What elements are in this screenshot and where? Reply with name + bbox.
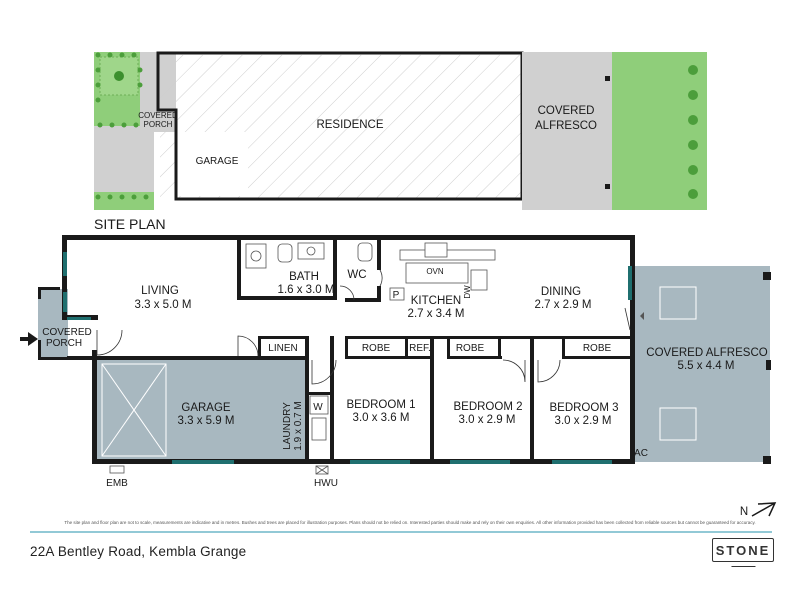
- garage-fill: [95, 360, 305, 462]
- site-garage-label: GARAGE: [196, 156, 239, 167]
- alfresco-fill: [634, 266, 770, 462]
- ref-label: REF.: [409, 343, 431, 354]
- ovn-label: OVN: [426, 267, 444, 276]
- front-lawn-lower: [94, 192, 154, 210]
- property-address: 22A Bentley Road, Kembla Grange: [30, 544, 247, 559]
- living-name: LIVING: [141, 285, 179, 297]
- door-swings: [96, 269, 631, 385]
- laundry-name: LAUNDRY: [282, 402, 293, 450]
- porch-name-1: COVERED: [42, 327, 91, 338]
- garage-name: GARAGE: [181, 402, 231, 414]
- residence-label: RESIDENCE: [316, 119, 383, 131]
- bedroom2-dims: 3.0 x 2.9 M: [459, 414, 516, 426]
- kitchen-fixtures: [109, 242, 496, 475]
- bedroom3-name: BEDROOM 3: [549, 402, 618, 414]
- site-alfresco-post-bottom: [605, 184, 610, 189]
- tree-icon: [114, 71, 124, 81]
- site-alfresco-label-2: ALFRESCO: [535, 120, 597, 132]
- site-porch-label-1: COVERED: [138, 111, 178, 120]
- site-alfresco-label-1: COVERED: [538, 105, 595, 117]
- garage-dims: 3.3 x 5.9 M: [178, 415, 235, 427]
- kitchen-name: KITCHEN: [411, 295, 461, 307]
- site-porch-label-2: PORCH: [144, 120, 173, 129]
- north-arrow-icon: [751, 502, 777, 517]
- bath-name: BATH: [289, 271, 319, 283]
- ac-label: AC: [634, 448, 648, 459]
- hedge-left: [95, 52, 149, 200]
- emb-label: EMB: [106, 478, 128, 489]
- hwu-label: HWU: [314, 478, 338, 489]
- robe-label-3: ROBE: [583, 343, 612, 354]
- agency-logo: STONE: [712, 538, 774, 562]
- site-alfresco-post-top: [605, 76, 610, 81]
- interior-walls: [67, 238, 635, 464]
- washer-label: W: [313, 402, 323, 413]
- dw-label: DW: [463, 285, 472, 299]
- linen-name: LINEN: [268, 343, 297, 354]
- alfresco-details: [640, 272, 771, 464]
- alfresco-dims: 5.5 x 4.4 M: [678, 360, 735, 372]
- pantry-label: P: [393, 290, 400, 301]
- wc-name: WC: [347, 269, 366, 281]
- robe-label-2: ROBE: [456, 343, 485, 354]
- kitchen-dims: 2.7 x 3.4 M: [408, 308, 465, 320]
- robe-label-1: ROBE: [362, 343, 391, 354]
- laundry-dims: 1.9 x 0.7 M: [293, 401, 304, 450]
- site-plan-heading: SITE PLAN: [94, 216, 166, 232]
- alfresco-name: COVERED ALFRESCO: [646, 347, 767, 359]
- porch-name-2: PORCH: [46, 338, 82, 349]
- bedroom1-dims: 3.0 x 3.6 M: [353, 412, 410, 424]
- hedge-right: [688, 65, 698, 199]
- dining-name: DINING: [541, 286, 581, 298]
- garage-footprint: [176, 132, 248, 196]
- bedroom3-dims: 3.0 x 2.9 M: [555, 415, 612, 427]
- dining-dims: 2.7 x 2.9 M: [535, 299, 592, 311]
- driveway-paving: [94, 126, 154, 192]
- bath-dims: 1.6 x 3.0 M: [278, 284, 335, 296]
- living-dims: 3.3 x 5.0 M: [135, 299, 192, 311]
- site-plan: RESIDENCE GARAGE COVERED PORCH COVERED A…: [94, 51, 707, 232]
- disclaimer-text: The site plan and floor plan are not to …: [64, 520, 756, 525]
- floor-plan: LIVING 3.3 x 5.0 M BATH 1.6 x 3.0 M WC K…: [20, 235, 777, 533]
- garage-slab-marker: [101, 363, 167, 457]
- back-lawn: [612, 52, 707, 210]
- north-label: N: [740, 506, 748, 518]
- windows: [63, 252, 632, 464]
- north-arrow: N: [740, 502, 777, 518]
- site-alfresco-paving: [522, 52, 612, 210]
- bedroom1-name: BEDROOM 1: [346, 399, 415, 411]
- bedroom2-name: BEDROOM 2: [453, 401, 522, 413]
- entry-arrow-icon: [20, 332, 38, 346]
- bath-fixtures: [245, 242, 373, 269]
